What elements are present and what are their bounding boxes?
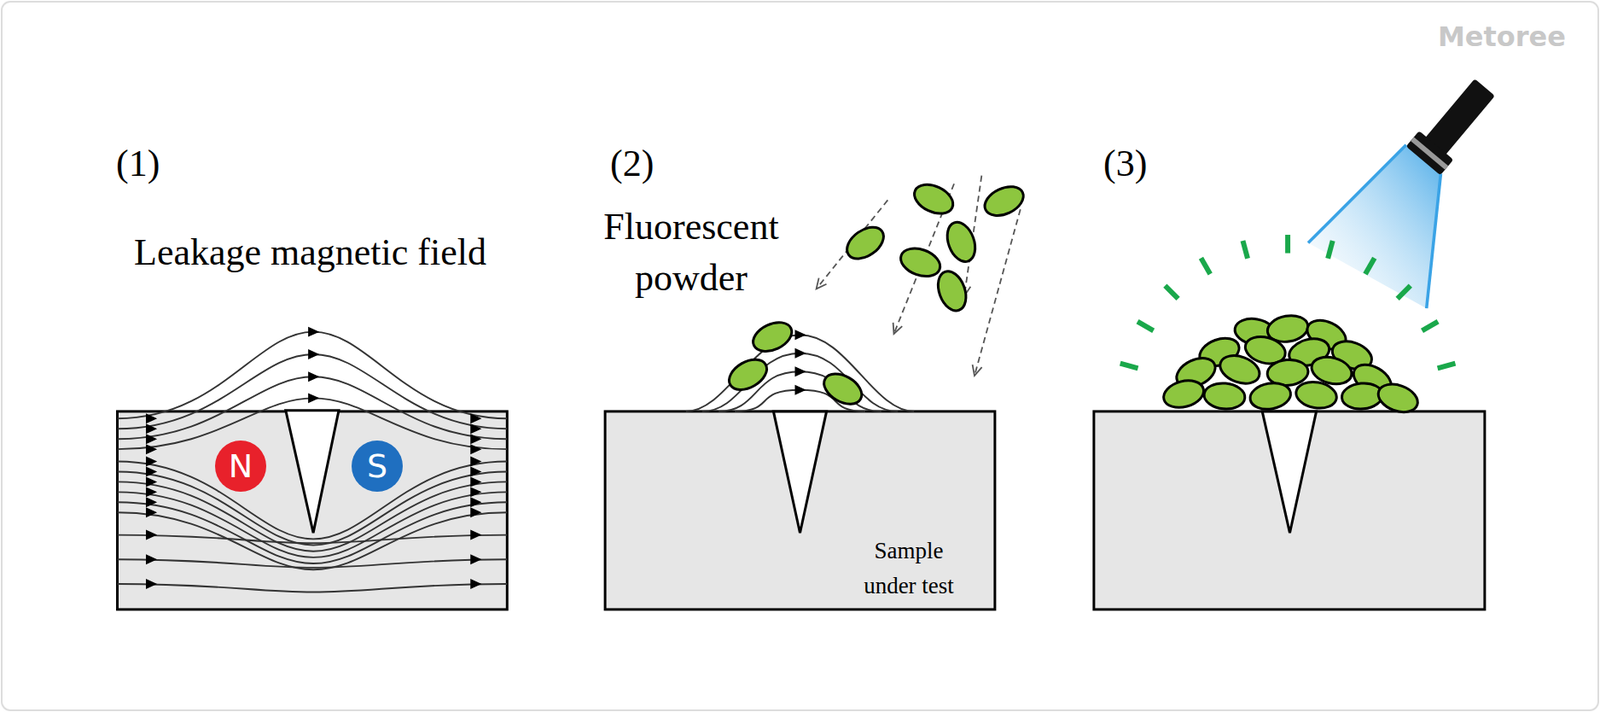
- flux-arrowhead: [145, 496, 158, 507]
- fluorescent-particle: [980, 180, 1029, 222]
- flux-arrowhead: [470, 578, 482, 589]
- fluorescence-ray: [1285, 234, 1291, 254]
- fluorescent-particle: [1160, 376, 1207, 412]
- flux-line: [117, 331, 508, 419]
- flux-arrowhead: [470, 456, 482, 467]
- falling-arrowhead: [816, 278, 827, 290]
- fluorescence-ray: [1200, 257, 1211, 274]
- fluorescence-ray: [1327, 240, 1333, 259]
- flux-arrowhead: [308, 371, 320, 382]
- fluorescent-particle: [841, 221, 890, 266]
- leakage-flux-lines: [686, 329, 915, 412]
- flux-line: [117, 583, 508, 593]
- fluorescent-particle: [819, 367, 867, 411]
- fluorescent-particle-pile: [1160, 312, 1422, 417]
- fluorescence-rays: [1120, 234, 1456, 368]
- fluorescent-particle: [1248, 379, 1293, 413]
- fluorescent-particle: [1203, 381, 1246, 411]
- fluorescence-ray: [1120, 363, 1139, 369]
- flux-arrowhead: [145, 476, 158, 487]
- sample-label-region: Sample under test: [844, 530, 973, 606]
- fluorescent-powder-label: Fluorescent powder: [573, 201, 809, 304]
- watermark: Metoree: [1437, 22, 1566, 53]
- flux-line: [117, 558, 508, 568]
- flux-arrowhead: [470, 433, 482, 444]
- fluorescence-ray: [1242, 240, 1248, 259]
- flux-arrowhead: [145, 506, 158, 518]
- flux-arrowhead: [470, 413, 482, 424]
- flux-arrowhead: [145, 413, 158, 424]
- uv-light-beam: [1308, 145, 1441, 309]
- flux-arrowhead: [145, 423, 158, 434]
- flux-arrowhead: [470, 553, 482, 565]
- falling-path: [974, 209, 1021, 376]
- flux-arrowhead: [308, 392, 320, 403]
- flux-arrowhead: [795, 329, 807, 340]
- fluorescent-particle: [942, 218, 980, 266]
- sample-block: [605, 411, 995, 610]
- fluorescent-particle: [932, 267, 971, 315]
- flux-arrowhead: [145, 465, 158, 477]
- flux-arrowhead: [470, 486, 482, 497]
- fluorescent-particle: [1374, 378, 1422, 417]
- step-number: (1): [116, 143, 160, 185]
- fluorescence-ray: [1437, 363, 1456, 369]
- flux-arrowhead: [470, 529, 482, 541]
- fluorescent-particle: [748, 316, 797, 357]
- flashlight-band: [1410, 136, 1449, 169]
- falling-arrowhead: [972, 364, 983, 376]
- flux-line: [117, 535, 508, 544]
- pole-letter: S: [366, 449, 388, 483]
- fluorescence-ray: [1164, 285, 1178, 299]
- fluorescence-ray: [1397, 285, 1411, 299]
- crack-notch: [773, 411, 827, 533]
- crack-notch: [285, 410, 339, 533]
- fluorescent-particle: [723, 353, 772, 396]
- flux-arrowhead: [308, 326, 320, 338]
- south-pole-circle: S: [351, 440, 403, 492]
- fluorescence-ray: [1365, 257, 1375, 274]
- fluorescent-particle: [896, 243, 944, 281]
- flux-arrowhead: [470, 443, 482, 454]
- flux-arrowhead: [145, 433, 158, 444]
- fluorescence-ray: [1421, 321, 1438, 332]
- flux-arrowhead: [308, 349, 320, 360]
- flux-arrowhead: [470, 506, 482, 518]
- flux-arrowhead: [470, 476, 482, 487]
- beam-edge: [1426, 173, 1442, 309]
- flashlight-head: [1406, 130, 1455, 175]
- leakage-flux-line: [686, 334, 915, 412]
- pole-letter: N: [228, 449, 253, 483]
- crack-notch: [1262, 411, 1316, 533]
- flux-arrowhead: [470, 423, 482, 434]
- flux-arrowhead: [145, 529, 158, 541]
- flux-arrowhead: [145, 443, 158, 454]
- flux-arrowhead: [470, 465, 482, 477]
- flux-arrowhead: [145, 578, 158, 589]
- north-pole-circle: N: [215, 440, 267, 492]
- magnetic-flux-lines: [117, 326, 508, 593]
- sample-label: Sample under test: [855, 533, 963, 603]
- flux-arrowhead: [795, 384, 807, 396]
- flux-arrowhead: [145, 553, 158, 565]
- sample-block: [1093, 411, 1485, 610]
- step-number: (3): [1103, 143, 1147, 185]
- flux-arrowhead: [145, 456, 158, 467]
- flux-arrowhead: [795, 366, 807, 377]
- fluorescent-particle: [909, 179, 958, 220]
- fluorescence-ray: [1137, 321, 1154, 332]
- leakage-field-label: Leakage magnetic field: [133, 232, 487, 274]
- step-number: (2): [610, 143, 654, 185]
- beam-edge: [1308, 145, 1407, 244]
- flux-arrowhead: [470, 496, 482, 507]
- uv-flashlight: [1406, 72, 1503, 175]
- falling-arrowhead: [893, 322, 903, 334]
- flux-arrowhead: [145, 486, 158, 497]
- fluorescent-particle: [1293, 378, 1339, 412]
- flux-arrowhead: [795, 348, 807, 359]
- leakage-flux-line: [702, 353, 899, 412]
